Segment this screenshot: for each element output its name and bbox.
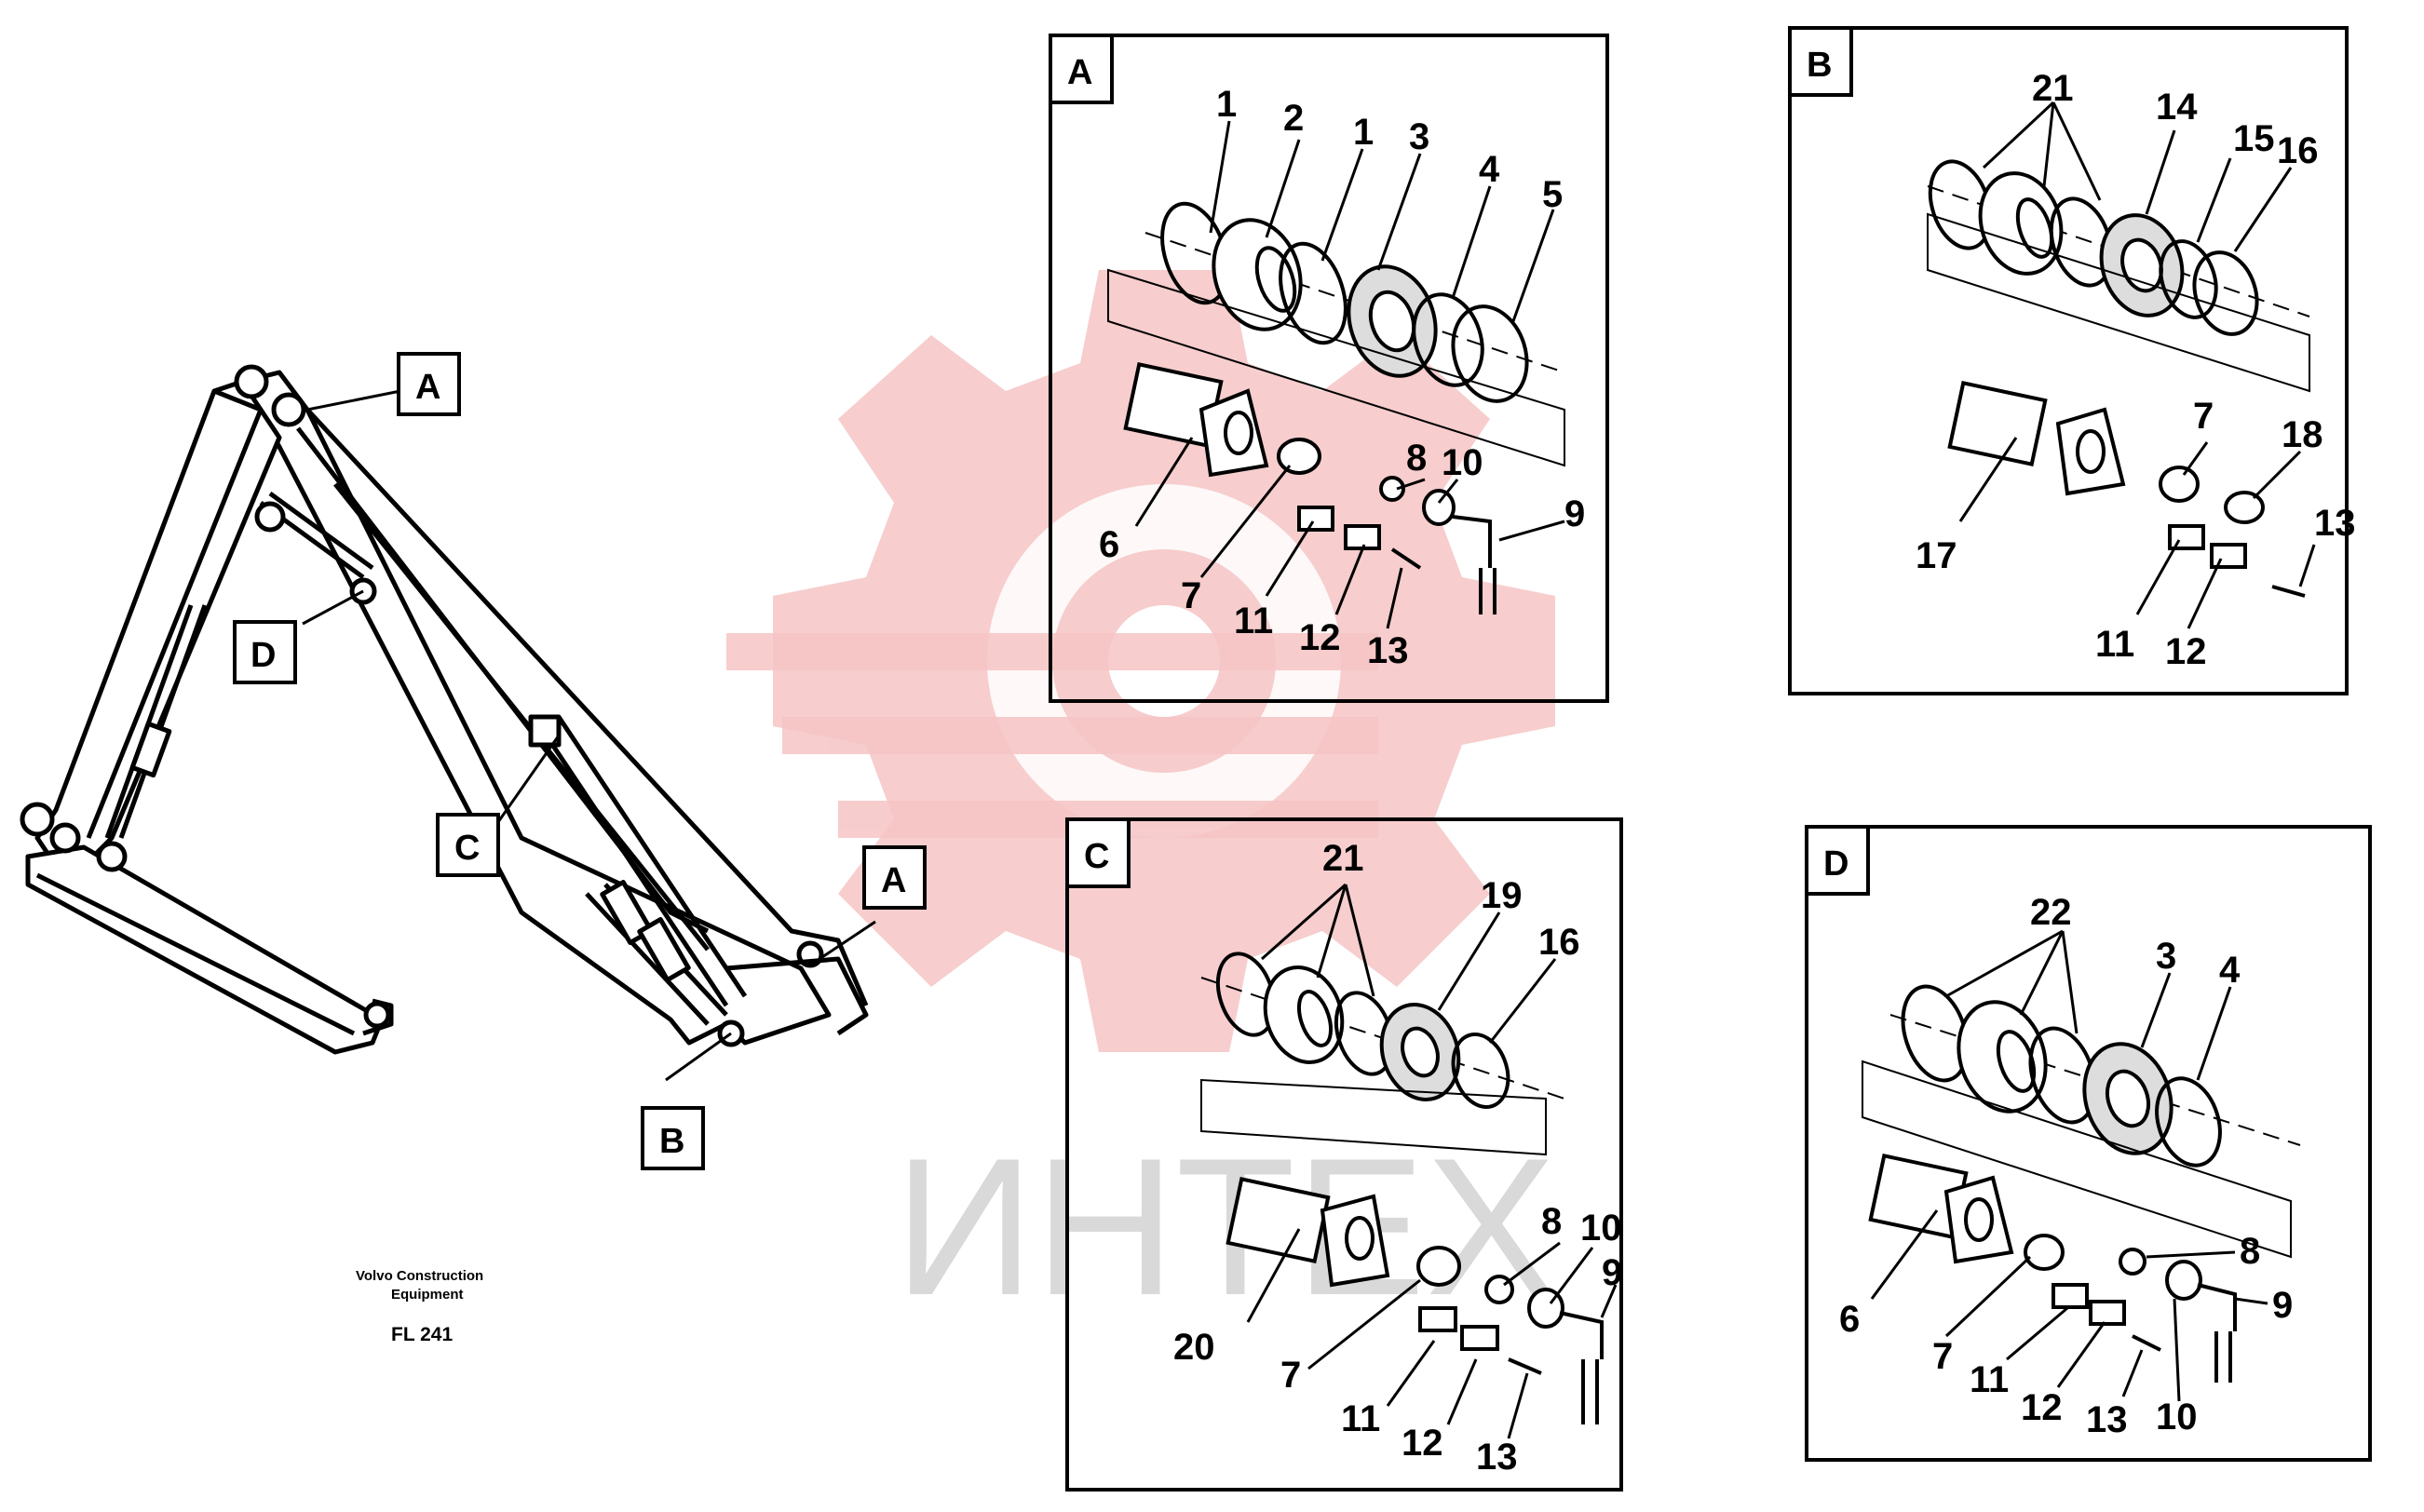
part-number: 10 — [1442, 442, 1483, 483]
part-number: 13 — [2086, 1399, 2128, 1440]
panel-a: A — [1049, 34, 1609, 703]
part-number: 6 — [1839, 1299, 1860, 1340]
callout-a-top: A — [397, 352, 461, 416]
svg-text:A: A — [881, 861, 906, 900]
panel-b-title: B — [1807, 46, 1832, 85]
manufacturer-caption: Volvo Construction — [356, 1268, 483, 1284]
part-number: 9 — [1564, 493, 1585, 534]
overview-leaders — [302, 389, 876, 1082]
part-number: 3 — [2156, 936, 2176, 977]
part-number: 11 — [1234, 601, 1273, 641]
part-number: 2 — [1283, 98, 1304, 139]
svg-text:C: C — [454, 829, 480, 868]
part-number: 7 — [2193, 396, 2214, 437]
panel-b: B — [1788, 26, 2356, 695]
part-number: 20 — [1173, 1327, 1215, 1368]
callout-c: C — [436, 813, 500, 877]
part-number: 4 — [2219, 950, 2241, 991]
part-number: 19 — [1481, 875, 1523, 916]
part-number: 15 — [2233, 118, 2275, 159]
part-number: 7 — [1280, 1355, 1301, 1396]
part-number: 9 — [1602, 1252, 1622, 1293]
svg-text:B: B — [659, 1122, 684, 1161]
callout-a-bottom: A — [862, 845, 927, 910]
svg-text:A: A — [415, 368, 440, 407]
part-number: 18 — [2282, 414, 2323, 455]
panel-a-title: A — [1067, 53, 1092, 92]
part-number: 13 — [1367, 630, 1409, 671]
part-number: 4 — [1479, 149, 1500, 190]
part-number: 5 — [1542, 174, 1563, 215]
part-number: 1 — [1353, 112, 1374, 153]
watermark: ИНТЕХ — [726, 270, 1556, 1336]
part-number: 12 — [2021, 1387, 2063, 1428]
panel-c-title: C — [1084, 837, 1109, 876]
part-number: 7 — [1932, 1336, 1953, 1377]
part-number: 13 — [1476, 1437, 1518, 1478]
part-number: 12 — [2165, 631, 2207, 672]
part-number: 21 — [2032, 68, 2074, 109]
part-number: 11 — [1341, 1398, 1380, 1439]
part-number: 12 — [1402, 1423, 1443, 1464]
part-number: 11 — [1970, 1359, 2009, 1400]
part-number: 13 — [2314, 503, 2356, 544]
manufacturer-caption-2: Equipment — [391, 1287, 464, 1303]
part-number: 9 — [2272, 1285, 2293, 1326]
callout-b: B — [641, 1106, 705, 1170]
part-number: 10 — [1580, 1208, 1622, 1249]
part-number: 8 — [1406, 438, 1427, 479]
part-number: 6 — [1099, 524, 1119, 565]
part-number: 17 — [1916, 535, 1957, 576]
part-number: 21 — [1322, 838, 1364, 879]
part-number: 16 — [1538, 922, 1580, 963]
panel-c: C — [1065, 817, 1623, 1492]
part-number: 11 — [2095, 624, 2134, 665]
machine-overview — [20, 364, 869, 1055]
panel-d: D — [1805, 825, 2372, 1462]
part-number: 1 — [1216, 84, 1237, 125]
callout-d: D — [233, 620, 297, 684]
part-number: 7 — [1181, 575, 1201, 616]
figure-code: FL 241 — [391, 1324, 453, 1345]
part-number: 8 — [2240, 1231, 2260, 1272]
svg-text:D: D — [251, 636, 276, 675]
part-number: 8 — [1541, 1201, 1562, 1242]
part-number: 14 — [2156, 87, 2198, 128]
part-number: 3 — [1409, 116, 1429, 157]
part-number: 16 — [2277, 130, 2319, 171]
part-number: 10 — [2156, 1397, 2198, 1438]
part-number: 22 — [2030, 892, 2072, 933]
part-number: 12 — [1299, 617, 1341, 658]
panel-d-title: D — [1823, 844, 1848, 884]
watermark-text: ИНТЕХ — [894, 1117, 1556, 1336]
tilt-cylinder — [104, 604, 208, 839]
